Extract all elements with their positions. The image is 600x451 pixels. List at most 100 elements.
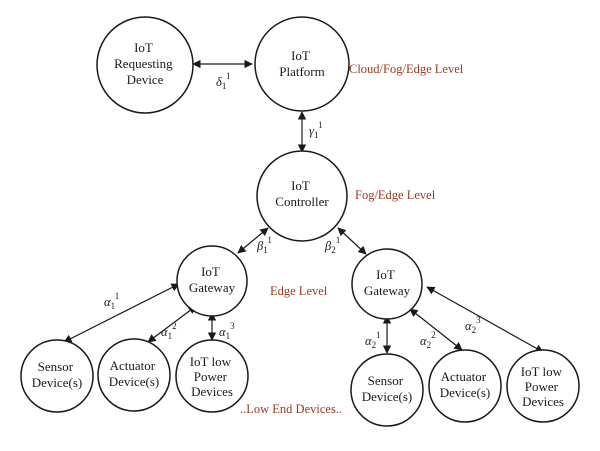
edge-subscript: 1: [226, 331, 231, 341]
edge-gateway2-lowpower2: [426, 286, 544, 353]
node-iot-platform: IoT Platform: [254, 16, 350, 112]
node-circle: [256, 150, 348, 242]
node-sensor-devices-1: Sensor Device(s): [20, 339, 94, 413]
edge-symbol: α: [365, 334, 372, 348]
edge-label-alpha1-1: α11: [104, 291, 119, 311]
svg-text:Actuator Device(s): Actuator Device(s): [440, 369, 491, 400]
node-circle: [428, 349, 502, 423]
node-iot-gateway-2: IoT Gateway: [351, 248, 423, 320]
edge-symbol: α: [161, 325, 168, 339]
edge-superscript: 3: [230, 321, 235, 331]
edge-gateway1-actuator1: [147, 305, 197, 343]
edge-superscript: 1: [226, 71, 231, 81]
node-label-line: Gateway: [189, 280, 236, 295]
edge-controller-gateway1: [237, 227, 269, 254]
edge-symbol: α: [465, 319, 472, 333]
edge-gateway1-sensor1: [63, 283, 180, 343]
svg-text:Actuator Device(s): Actuator Device(s): [109, 358, 160, 389]
node-circle: [20, 339, 94, 413]
edges: [63, 59, 544, 354]
svg-text:IoT Controller: IoT Controller: [275, 178, 329, 209]
node-label-line: Controller: [275, 194, 329, 209]
edge-superscript: 3: [476, 315, 481, 325]
node-sensor-devices-2: Sensor Device(s): [350, 353, 424, 427]
node-label-line: Actuator: [110, 358, 156, 373]
edge-superscript: 1: [267, 235, 272, 245]
node-iot-low-power-devices-2: IoT low Power Devices: [506, 349, 580, 423]
node-label-line: IoT: [291, 48, 310, 63]
edge-label-beta2: β21: [324, 235, 340, 255]
node-iot-controller: IoT Controller: [256, 150, 348, 242]
node-label-line: Requesting: [114, 56, 173, 71]
level-label-low-end: ..Low End Devices..: [240, 402, 342, 416]
edge-superscript: 1: [336, 235, 341, 245]
node-circle: [350, 353, 424, 427]
edge-subscript: 2: [372, 340, 377, 350]
edge-symbol: α: [104, 295, 111, 309]
edge-label-alpha2-2: α22: [420, 330, 436, 350]
node-label-line: IoT low: [190, 354, 232, 369]
edge-label-alpha2-3: α23: [465, 315, 481, 335]
svg-text:Sensor Device(s): Sensor Device(s): [32, 359, 83, 390]
svg-text:IoT low Power Devi: IoT low Power Devices: [190, 354, 235, 399]
svg-text:IoT Requesting Dev: IoT Requesting Device: [114, 40, 176, 87]
node-label-line: IoT low: [521, 364, 563, 379]
node-label-line: Power: [194, 369, 228, 384]
edge-symbol: α: [219, 325, 226, 339]
node-label-line: Power: [525, 379, 559, 394]
svg-text:Sensor Device(s): Sensor Device(s): [362, 373, 413, 404]
svg-text:IoT Gateway: IoT Gateway: [364, 267, 411, 298]
edge-symbol: δ: [216, 75, 222, 89]
node-label-line: Device: [127, 72, 164, 87]
node-label-line: Gateway: [364, 283, 411, 298]
node-label-line: Sensor: [38, 359, 74, 374]
node-label-line: IoT: [201, 264, 220, 279]
edge-label-alpha1-2: α12: [161, 321, 177, 341]
node-circle: [176, 245, 248, 317]
node-label-line: Device(s): [440, 385, 491, 400]
level-label-cloud: Cloud/Fog/Edge Level: [349, 62, 464, 76]
edge-symbol: β: [256, 239, 264, 253]
edge-label-delta: δ11: [216, 71, 230, 91]
node-actuator-devices-2: Actuator Device(s): [428, 349, 502, 423]
edge-subscript: 2: [427, 340, 432, 350]
edge-label-beta1: β11: [256, 235, 272, 255]
edge-superscript: 2: [431, 330, 436, 340]
node-iot-gateway-1: IoT Gateway: [176, 245, 248, 317]
edge-label-alpha2-1: α21: [365, 330, 381, 350]
node-circle: [506, 349, 580, 423]
edge-label-gamma: γ11: [309, 120, 323, 140]
node-label-line: Sensor: [368, 373, 404, 388]
node-circle: [254, 16, 350, 112]
edge-symbol: γ: [309, 124, 315, 138]
node-label-line: Device(s): [362, 389, 413, 404]
edge-superscript: 1: [115, 291, 120, 301]
node-label-line: Device(s): [109, 374, 160, 389]
node-iot-requesting-device: IoT Requesting Device: [96, 16, 194, 114]
svg-text:IoT low Power Devi: IoT low Power Devices: [521, 364, 566, 409]
node-actuator-devices-1: Actuator Device(s): [97, 338, 171, 412]
node-label-line: Actuator: [441, 369, 487, 384]
level-label-edge: Edge Level: [270, 284, 328, 298]
node-circle: [351, 248, 423, 320]
edge-subscript: 1: [263, 245, 267, 255]
edge-subscript: 1: [111, 301, 115, 311]
level-label-fog: Fog/Edge Level: [355, 188, 436, 202]
edge-symbol: β: [324, 239, 332, 253]
node-label-line: Devices: [522, 394, 564, 409]
edge-subscript: 2: [331, 245, 336, 255]
node-circle: [96, 16, 194, 114]
edge-label-alpha1-3: α13: [219, 321, 235, 341]
node-circle: [97, 338, 171, 412]
svg-text:IoT Platform: IoT Platform: [279, 48, 325, 79]
node-label-line: IoT: [291, 178, 310, 193]
edge-superscript: 1: [376, 330, 381, 340]
node-label-line: Device(s): [32, 375, 83, 390]
node-label-line: IoT: [376, 267, 395, 282]
node-label-line: IoT: [134, 40, 153, 55]
edge-controller-gateway2: [337, 227, 367, 255]
edge-subscript: 2: [472, 325, 477, 335]
node-label-line: Devices: [191, 384, 233, 399]
edge-subscript: 1: [222, 81, 226, 91]
